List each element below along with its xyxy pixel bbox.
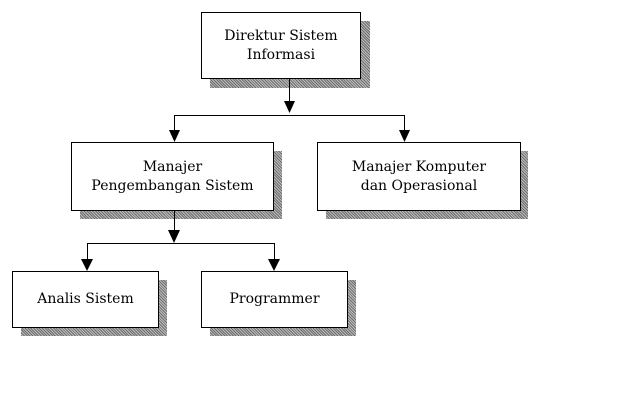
manajer-komputer-label-line1: Manajer Komputer	[351, 158, 487, 175]
direktur-label-line1: Direktur Sistem	[224, 27, 338, 44]
programmer-label: Programmer	[229, 291, 320, 307]
manajer-komputer-box: Manajer Komputer dan Operasional	[317, 142, 521, 211]
analis-label: Analis Sistem	[37, 291, 134, 307]
arrowhead-into-analis	[81, 259, 93, 271]
arrowhead-into-programmer	[268, 259, 280, 271]
arrowhead-into-level2-line	[168, 230, 180, 243]
arrowhead-into-manajer-pengembangan	[169, 130, 180, 142]
analis-box: Analis Sistem	[12, 271, 159, 328]
manajer-pengembangan-box: Manajer Pengembangan Sistem	[71, 142, 274, 211]
programmer-box: Programmer	[201, 271, 348, 328]
direktur-box: Direktur Sistem Informasi	[201, 12, 361, 79]
arrowhead-into-manajer-komputer	[399, 130, 410, 142]
arrowhead-into-level1-line	[284, 101, 295, 113]
manajer-pengembangan-label-line1: Manajer	[142, 158, 203, 175]
manajer-pengembangan-label-line2: Pengembangan Sistem	[91, 177, 254, 194]
direktur-label-line2: Informasi	[246, 46, 316, 63]
manajer-komputer-label-line2: dan Operasional	[360, 177, 478, 194]
